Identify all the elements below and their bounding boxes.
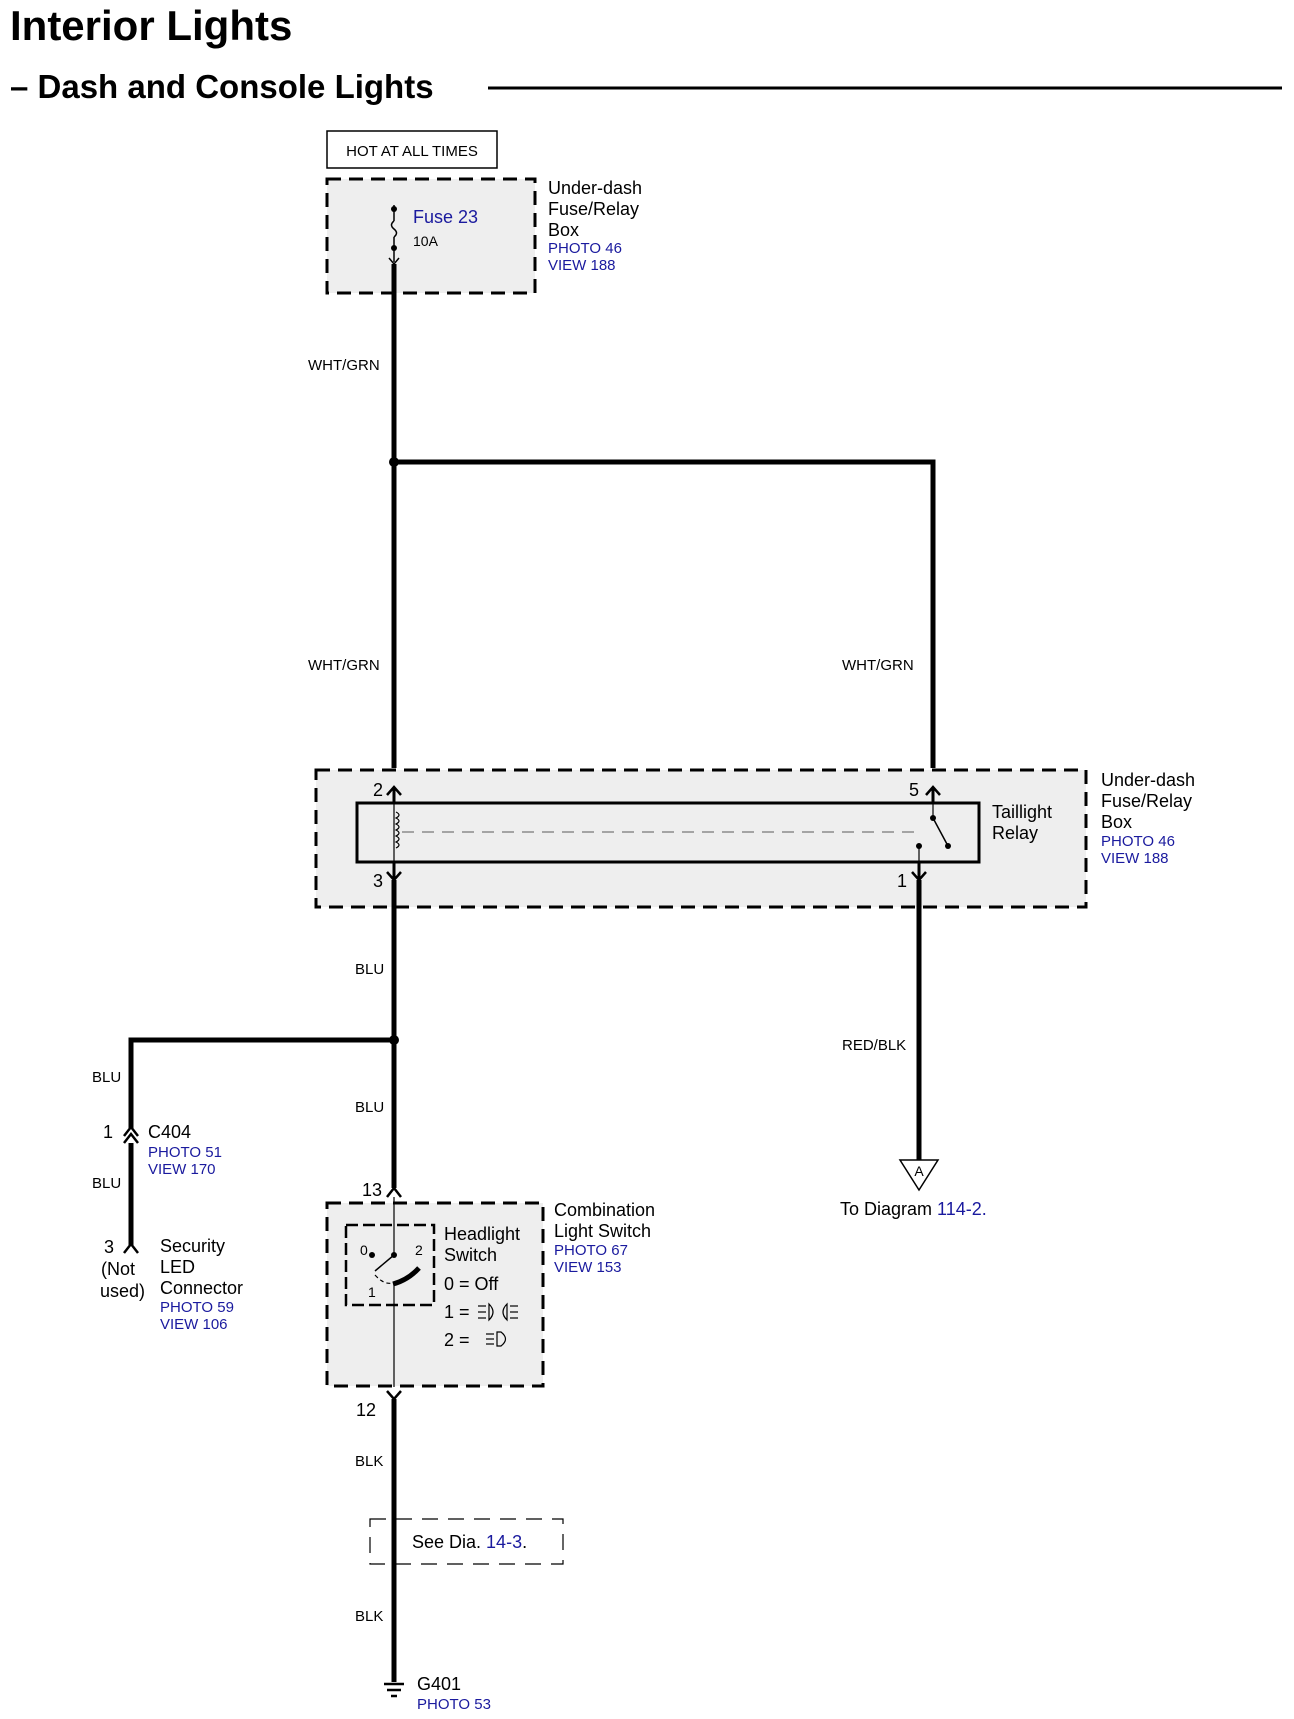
ground-photo-ref[interactable]: PHOTO 53: [417, 1696, 491, 1713]
wire-label-blk-1: BLK: [355, 1453, 383, 1470]
combo-pin-12: 12: [356, 1400, 376, 1420]
ground-icon: [384, 1682, 404, 1698]
fuse-box-label-3: Box: [548, 220, 579, 240]
combination-switch-label-1: Combination: [554, 1200, 655, 1220]
c404-photo-ref[interactable]: PHOTO 51: [148, 1144, 222, 1161]
security-note-2: used): [100, 1281, 145, 1301]
relay-coil-icon: [394, 811, 400, 849]
switch-pos-0: 0: [360, 1242, 368, 1258]
wire-label-wht-grn-2: WHT/GRN: [308, 657, 380, 674]
to-diagram-link[interactable]: 114-2: [937, 1199, 982, 1219]
page-title: Interior Lights: [10, 2, 292, 49]
wire-label-blk-2: BLK: [355, 1608, 383, 1625]
relay-box-photo-ref[interactable]: PHOTO 46: [1101, 833, 1175, 850]
see-dia-box: [369, 1518, 564, 1565]
wire-label-red-blk: RED/BLK: [842, 1037, 906, 1054]
parking-light-icon: [478, 1302, 518, 1322]
security-pin: 3: [104, 1237, 114, 1257]
switch-pos-2: 2: [415, 1242, 423, 1258]
relay-label-2: Relay: [992, 823, 1038, 843]
headlight-switch-outline: [344, 1223, 436, 1307]
wire-label-blu-2: BLU: [355, 1099, 384, 1116]
security-photo-ref[interactable]: PHOTO 59: [160, 1299, 234, 1316]
fuse-terminal-top: [391, 206, 397, 212]
fuse-name: Fuse 23: [413, 207, 478, 227]
c404-view-ref[interactable]: VIEW 170: [148, 1161, 216, 1178]
combo-pin13-connector: [386, 1185, 402, 1198]
page-subtitle: – Dash and Console Lights: [10, 68, 434, 105]
fuse-box-label-2: Fuse/Relay: [548, 199, 639, 219]
off-page-marker-letter: A: [914, 1163, 924, 1179]
security-label-2: LED: [160, 1257, 195, 1277]
headlight-switch-label-1: Headlight: [444, 1224, 520, 1244]
relay-switch-icon: [932, 817, 949, 847]
off-page-marker-icon: [898, 1159, 940, 1192]
c404-connector-icon: [123, 1124, 139, 1137]
see-dia-text: See Dia. 14-3.: [412, 1532, 527, 1552]
combination-switch-label-2: Light Switch: [554, 1221, 651, 1241]
wire-label-wht-grn-3: WHT/GRN: [842, 657, 914, 674]
c404-name: C404: [148, 1122, 191, 1142]
security-led-connector-icon: [123, 1241, 139, 1254]
relay-box-label-3: Box: [1101, 812, 1132, 832]
switch-legend-2: 2 =: [444, 1330, 470, 1350]
headlight-switch-label-2: Switch: [444, 1245, 497, 1265]
headlight-switch-contact-bar: [392, 1266, 421, 1287]
fuse-box-outline: [325, 177, 537, 295]
combination-switch-photo-ref[interactable]: PHOTO 67: [554, 1242, 628, 1259]
wire-label-wht-grn-1: WHT/GRN: [308, 357, 380, 374]
wire-blu-branch: [128, 1037, 394, 1128]
wire-label-blu-1: BLU: [355, 961, 384, 978]
fuse-box-label-1: Under-dash: [548, 178, 642, 198]
relay-pin-1: 1: [897, 871, 907, 891]
combination-switch-view-ref[interactable]: VIEW 153: [554, 1259, 622, 1276]
wire-label-blu-3: BLU: [92, 1069, 121, 1086]
switch-legend-0: 0 = Off: [444, 1274, 499, 1294]
ground-name: G401: [417, 1674, 461, 1694]
relay-pin-3: 3: [373, 871, 383, 891]
relay-pin-2: 2: [373, 780, 383, 800]
relay-pin-5: 5: [909, 780, 919, 800]
combo-pin12-connector: [386, 1390, 402, 1401]
fuse-box-view-ref[interactable]: VIEW 188: [548, 257, 616, 274]
relay-box-label-2: Fuse/Relay: [1101, 791, 1192, 811]
fuse-box-photo-ref[interactable]: PHOTO 46: [548, 240, 622, 257]
security-note-1: (Not: [101, 1259, 135, 1279]
switch-legend-1: 1 =: [444, 1302, 470, 1322]
switch-pos-1: 1: [368, 1284, 376, 1300]
relay-label-1: Taillight: [992, 802, 1052, 822]
fuse-icon: [390, 220, 398, 238]
headlight-switch-icon: [374, 1254, 395, 1272]
fuse-terminal-bottom: [391, 245, 397, 251]
c404-pin: 1: [103, 1122, 113, 1142]
headlight-icon: [486, 1331, 507, 1347]
security-view-ref[interactable]: VIEW 106: [160, 1316, 228, 1333]
wire-wht-grn-branch: [394, 459, 936, 768]
wire-label-blu-4: BLU: [92, 1175, 121, 1192]
relay-box-view-ref[interactable]: VIEW 188: [1101, 850, 1169, 867]
security-label-1: Security: [160, 1236, 225, 1256]
hot-at-all-times-box: [326, 130, 498, 169]
fuse-rating: 10A: [413, 233, 439, 249]
see-dia-link[interactable]: 14-3: [486, 1532, 522, 1552]
combo-pin-13: 13: [362, 1180, 382, 1200]
security-label-3: Connector: [160, 1278, 243, 1298]
relay-box-label-1: Under-dash: [1101, 770, 1195, 790]
hot-at-all-times-label: HOT AT ALL TIMES: [346, 143, 478, 160]
to-diagram-text: To Diagram 114-2.: [840, 1199, 987, 1219]
